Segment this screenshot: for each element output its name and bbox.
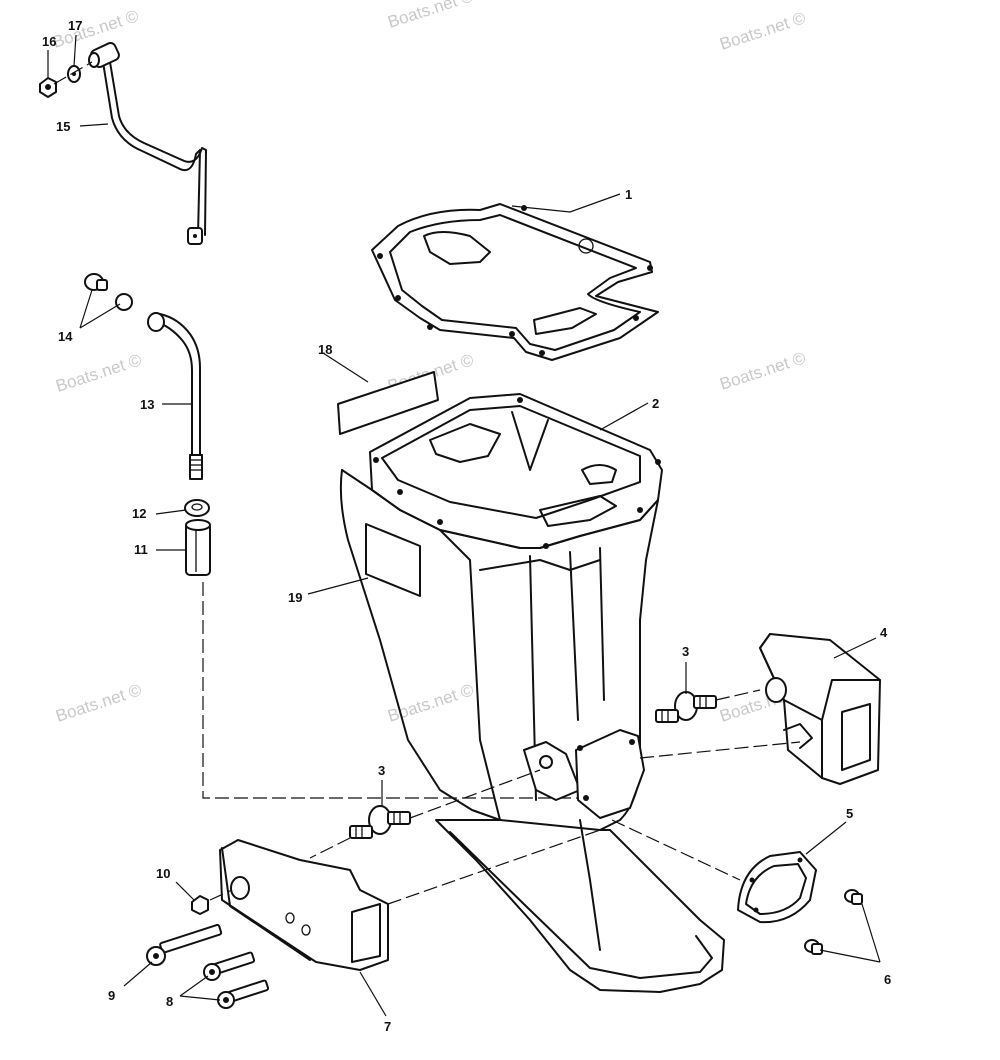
part-5-cover-plate	[611, 819, 817, 924]
callout-2: 2	[652, 396, 659, 411]
callout-10: 10	[156, 866, 170, 881]
part-4-mount-bracket	[639, 633, 881, 785]
callout-labels: 1 2 3 3 4 5 6 7 8 9 10 11 12 13 14 15 16…	[42, 18, 891, 1034]
watermark: Boats.net ©	[717, 8, 808, 54]
watermark: Boats.net ©	[50, 6, 141, 52]
watermark: Boats.net ©	[53, 680, 144, 726]
watermarks: Boats.net © Boats.net © Boats.net © Boat…	[50, 0, 808, 726]
callout-3-lower: 3	[378, 763, 385, 778]
part-3-rubber-mount-lower	[309, 769, 541, 859]
callout-19: 19	[288, 590, 302, 605]
watermark: Boats.net ©	[53, 350, 144, 396]
part-19-decal	[365, 523, 421, 597]
part-14-screw-and-washer	[84, 273, 133, 311]
part-16-nut	[39, 77, 57, 98]
watermark: Boats.net ©	[385, 0, 476, 32]
callout-11: 11	[134, 542, 148, 557]
callout-12: 12	[132, 506, 146, 521]
callout-16: 16	[42, 34, 56, 49]
callout-14: 14	[58, 329, 73, 344]
part-7-lower-bracket	[219, 829, 601, 971]
callout-4: 4	[880, 625, 888, 640]
part-13-rod	[147, 312, 203, 480]
callout-1: 1	[625, 187, 632, 202]
part-6-screws	[804, 889, 863, 955]
callout-13: 13	[140, 397, 154, 412]
callout-18: 18	[318, 342, 332, 357]
part-18-decal	[337, 371, 439, 435]
part-12-nut	[184, 499, 210, 517]
part-9-bolt	[146, 923, 223, 966]
part-1-gasket	[371, 203, 659, 361]
part-10-nut	[191, 889, 233, 915]
callout-17: 17	[68, 18, 82, 33]
callout-6: 6	[884, 972, 891, 987]
watermark: Boats.net ©	[385, 680, 476, 726]
part-2-driveshaft-housing	[339, 393, 725, 993]
callout-3-upper: 3	[682, 644, 689, 659]
part-3-rubber-mount-upper	[655, 691, 717, 723]
callout-9: 9	[108, 988, 115, 1003]
part-15-shift-rod	[88, 41, 207, 245]
callout-7: 7	[384, 1019, 391, 1034]
leader-lines	[47, 34, 881, 1017]
callout-15: 15	[56, 119, 70, 134]
watermark: Boats.net ©	[717, 348, 808, 394]
part-8-bolts	[203, 951, 270, 1009]
callout-5: 5	[846, 806, 853, 821]
callout-8: 8	[166, 994, 173, 1009]
part-11-sleeve	[185, 519, 620, 799]
part-17-washer	[53, 61, 93, 85]
